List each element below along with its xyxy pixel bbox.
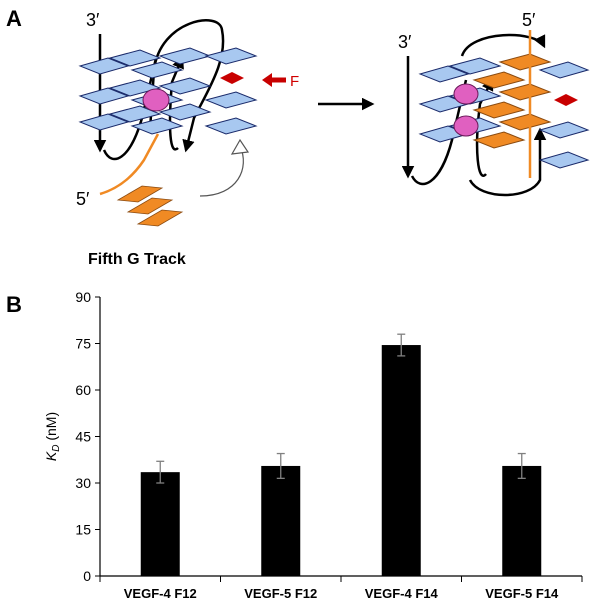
x-category-label: VEGF-5 F12 [244, 586, 317, 601]
fifth-track-strand [99, 133, 160, 196]
y-tick-label: 60 [75, 382, 91, 398]
right-3prime-label: 3′ [398, 32, 412, 52]
right-loop-1 [410, 79, 468, 186]
left-tetrad-bottom [78, 103, 212, 135]
fifth-track-tiles [116, 185, 184, 227]
right-cation-2 [453, 115, 479, 137]
right-fluorophore-diamond [554, 94, 578, 106]
right-loop-top [460, 33, 546, 57]
f-label: F [290, 73, 299, 90]
left-side-tile-3 [204, 117, 258, 135]
y-axis-label-main: K [43, 451, 59, 461]
left-cation [142, 88, 170, 112]
right-side-tile-3 [538, 151, 590, 169]
right-side-tile-1 [538, 61, 590, 79]
x-category-label: VEGF-4 F14 [365, 586, 439, 601]
right-side-tile-2 [538, 121, 590, 139]
left-quadruplex-diagram: 3′ [76, 10, 299, 268]
y-tick-label: 0 [83, 568, 91, 584]
y-axis-label-sub: D [51, 445, 62, 452]
left-fluorophore-diamond [220, 72, 244, 84]
right-tetrad-top [418, 53, 552, 89]
y-tick-label: 90 [75, 289, 91, 305]
y-tick-label: 15 [75, 522, 91, 538]
x-category-label: VEGF-5 F14 [485, 586, 559, 601]
x-category-label: VEGF-4 F12 [124, 586, 197, 601]
y-tick-label: 45 [75, 429, 91, 445]
y-tick-label: 75 [75, 336, 91, 352]
right-loop-bottom [468, 127, 547, 197]
right-quadruplex-diagram: 3′ 5′ [398, 10, 590, 197]
bar-4 [502, 465, 542, 576]
y-tick-label: 30 [75, 475, 91, 491]
panel-b-letter: B [6, 292, 22, 317]
right-loop-3 [475, 77, 494, 177]
y-axis-label: KD (nM) [43, 412, 62, 461]
left-side-tile-2 [204, 91, 258, 109]
left-3prime-label: 3′ [86, 10, 100, 30]
right-5prime-label: 5′ [522, 10, 536, 30]
bar-2 [261, 465, 301, 576]
y-axis-label-unit: (nM) [43, 412, 59, 445]
panel-a: A 3′ [6, 6, 590, 268]
bar-1 [140, 472, 180, 576]
left-side-tile-1 [204, 47, 258, 65]
left-tetrad-top [78, 47, 212, 79]
fifth-track-caption: Fifth G Track [88, 251, 186, 268]
bar-3 [381, 345, 421, 576]
panel-a-letter: A [6, 6, 22, 31]
left-loop-1 [102, 57, 158, 161]
left-5prime-label: 5′ [76, 189, 90, 209]
left-loop-2 [148, 19, 225, 153]
right-cation-1 [453, 83, 479, 105]
